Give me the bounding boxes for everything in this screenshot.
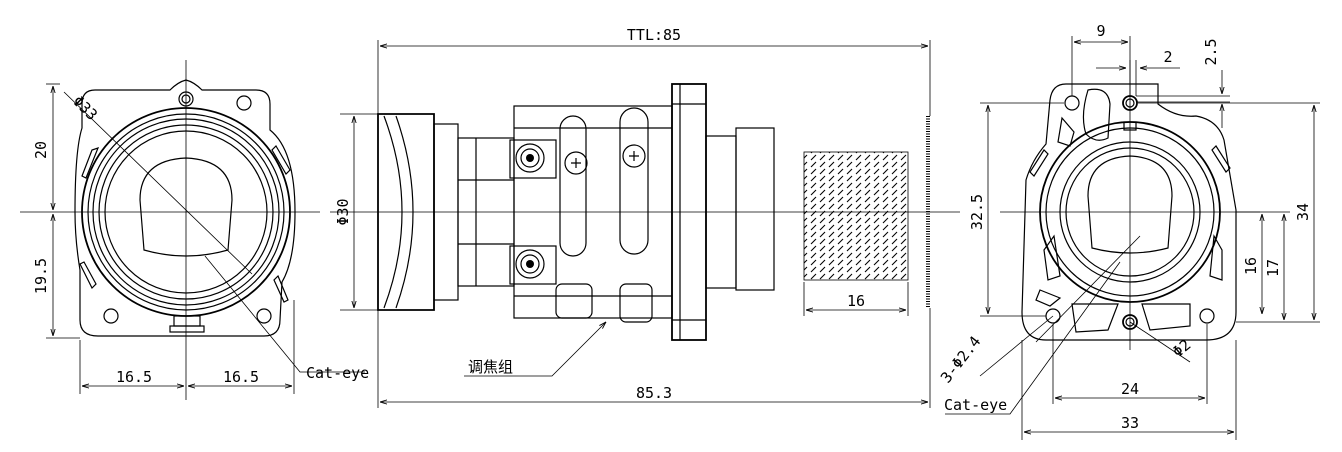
rear-dim-33: 33 [1121,414,1139,432]
rear-dim-32-5: 32.5 [968,194,986,230]
side-dim-mesh: 16 [847,292,865,310]
side-view [330,40,960,408]
rear-hole-tl [1064,95,1080,111]
front-cateye-leader [204,255,365,373]
side-front-element [377,113,435,311]
side-screw-2 [515,249,545,279]
front-bottom-tab [173,315,201,327]
side-screw-3 [564,151,588,175]
rear-cat-eye-aperture [1087,155,1173,254]
side-dim-diameter: Φ30 [334,198,352,225]
rear-mount-plate [1021,83,1237,341]
side-focus-group-note: 调焦组 [468,358,513,376]
front-mount-plate [74,79,296,337]
front-cateye-note: Cat-eye [306,364,369,382]
front-hole-br [256,308,272,324]
side-rear-barrel [735,127,775,291]
front-tab-right [271,145,291,175]
front-hole-bl [103,308,119,324]
front-dim-left: 16.5 [116,368,152,386]
front-tab-left [81,147,100,179]
rear-hole-br [1199,308,1215,324]
front-dim-right: 16.5 [223,368,259,386]
rear-cateye-leader-2 [945,261,1121,415]
rear-holes-leader [979,315,1054,377]
front-view [20,60,365,400]
side-screw-4 [622,144,646,168]
front-diameter-label: Φ33 [69,92,101,124]
side-dim-ttl: TTL:85 [627,26,681,44]
front-dim-upper: 20 [32,141,50,159]
rear-dim-2-5: 2.5 [1202,38,1220,65]
rear-dim-17: 17 [1264,259,1282,277]
front-ring-outer [81,107,291,317]
side-dim-total: 85.3 [636,384,672,402]
front-diameter-leader [63,91,253,275]
side-mesh [803,151,909,281]
side-slot-1 [559,115,587,257]
rear-dim-24: 24 [1121,380,1139,398]
rear-dim-9: 9 [1096,22,1105,40]
rear-dim-34: 34 [1294,203,1312,221]
rear-ring-outer [1039,121,1221,303]
side-slot-2 [619,107,649,255]
front-top-hole [178,91,194,107]
rear-hole2-leader [1129,321,1191,363]
rear-dim-2: 2 [1163,48,1172,66]
rear-hole-bc [1122,314,1138,330]
rear-cateye-note: Cat-eye [944,396,1007,414]
side-focus-leader [464,322,606,377]
front-cat-eye-aperture [139,157,233,257]
rear-dim-16: 16 [1242,257,1260,275]
rear-dim-holes: 3-Φ2.4 [937,333,985,387]
front-dim-lower: 19.5 [32,258,50,294]
front-hole-tr [236,95,252,111]
side-screw-1 [515,143,545,173]
rear-view [945,36,1320,440]
